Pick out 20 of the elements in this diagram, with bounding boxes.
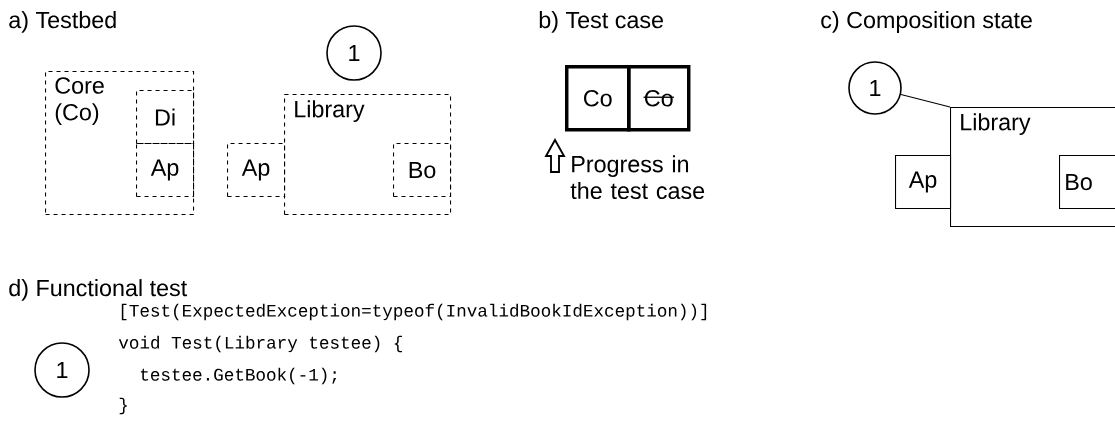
code-line: void Test(Library testee) { bbox=[118, 335, 402, 353]
test-case-cell: Co bbox=[565, 65, 631, 132]
connector-line bbox=[900, 94, 951, 108]
component-box: Bo bbox=[1059, 155, 1115, 210]
note-text: Progress in the test case bbox=[570, 155, 705, 200]
panel-title: c) Composition state bbox=[821, 11, 1032, 33]
callout-number: 1 bbox=[326, 25, 382, 81]
panel-title: a) Testbed bbox=[9, 11, 116, 33]
callout-number: 1 bbox=[848, 61, 902, 115]
component-box: Ap bbox=[136, 143, 195, 198]
panel-title: b) Test case bbox=[539, 11, 663, 33]
code-line: testee.GetBook(-1); bbox=[140, 367, 337, 385]
component-box: Di bbox=[136, 90, 195, 145]
component-box: Ap bbox=[895, 155, 952, 210]
component-box: Bo bbox=[393, 143, 452, 198]
component-box: Ap bbox=[227, 143, 286, 198]
code-line: [Test(ExpectedException=typeof(InvalidBookIdException))] bbox=[121, 303, 707, 321]
code-line: } bbox=[119, 397, 127, 415]
panel-title: d) Functional test bbox=[9, 279, 188, 301]
callout-number: 1 bbox=[34, 342, 90, 398]
